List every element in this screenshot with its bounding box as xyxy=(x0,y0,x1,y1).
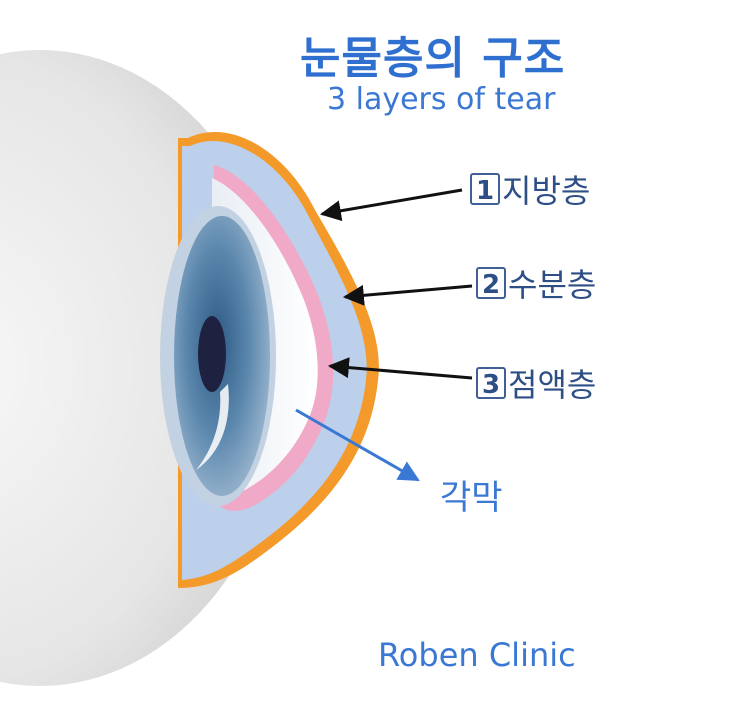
label-cornea: 각막 xyxy=(440,478,503,518)
label-mucin-layer: 3 점액층 xyxy=(476,360,596,406)
arrow-lipid xyxy=(319,188,463,222)
diagram-title: 눈물층의 구조 xyxy=(300,33,566,84)
layer-name-1: 지방층 xyxy=(502,172,591,210)
layer-number-2: 2 xyxy=(476,267,506,300)
pupil xyxy=(198,316,226,392)
arrow-mucin xyxy=(327,357,473,380)
layer-name-2: 수분층 xyxy=(508,266,597,304)
arrow-cornea xyxy=(295,408,420,482)
diagram-subtitle: 3 layers of tear xyxy=(327,82,556,117)
arrow-aqueous xyxy=(342,284,473,306)
layer-number-1: 1 xyxy=(470,173,500,206)
clinic-name: Roben Clinic xyxy=(378,636,576,674)
label-lipid-layer: 1 지방층 xyxy=(470,166,590,212)
eye-highlight xyxy=(196,384,229,470)
layer-number-3: 3 xyxy=(476,367,506,400)
layer-name-3: 점액층 xyxy=(508,366,597,404)
label-aqueous-layer: 2 수분층 xyxy=(476,260,596,306)
